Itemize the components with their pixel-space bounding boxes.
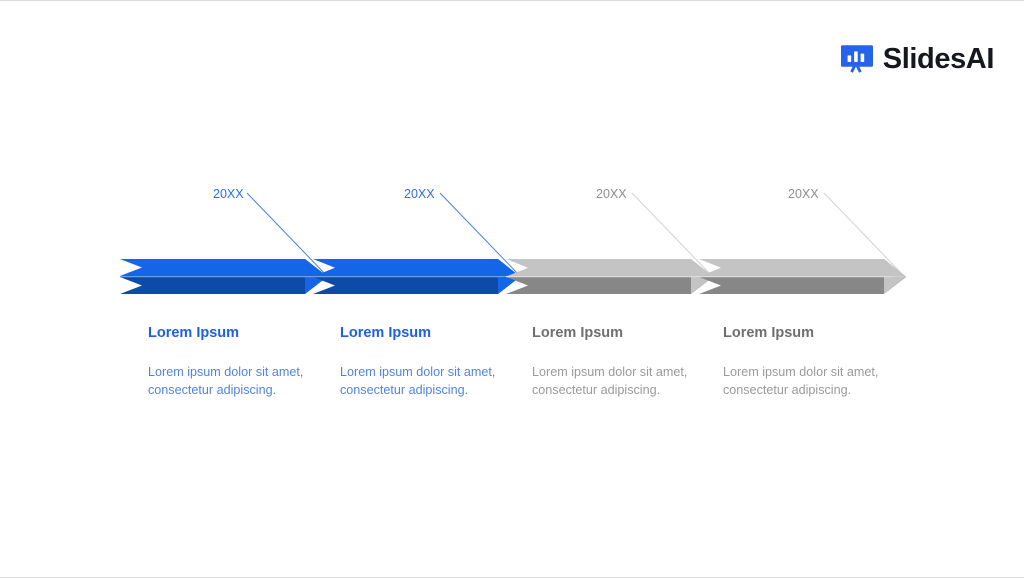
caption-body-4: Lorem ipsum dolor sit amet, consectetur … [723, 365, 879, 398]
timeline-caption-2[interactable]: Lorem Ipsum Lorem ipsum dolor sit amet, … [340, 325, 525, 400]
year-label-4: 20XX [788, 187, 819, 201]
brand-name: SlidesAI [882, 42, 995, 75]
year-label-2: 20XX [404, 187, 435, 201]
brand-logo[interactable]: SlidesAI [840, 39, 994, 79]
timeline-caption-4[interactable]: Lorem Ipsum Lorem ipsum dolor sit amet, … [723, 325, 908, 400]
presentation-board-chart-icon [840, 45, 873, 73]
caption-title-2: Lorem Ipsum [340, 325, 432, 341]
timeline-segment-4[interactable] [699, 259, 906, 294]
caption-title-4: Lorem Ipsum [723, 325, 815, 341]
timeline-segment-3[interactable] [506, 259, 713, 294]
caption-body-3: Lorem ipsum dolor sit amet, consectetur … [532, 365, 688, 398]
timeline-caption-3[interactable]: Lorem Ipsum Lorem ipsum dolor sit amet, … [532, 325, 717, 400]
connector-line-3 [631, 192, 713, 277]
caption-title-1: Lorem Ipsum [148, 325, 240, 341]
connector-line-1 [246, 192, 328, 277]
connector-line-2 [439, 192, 521, 277]
connector-line-4 [823, 192, 905, 277]
timeline-caption-1[interactable]: Lorem Ipsum Lorem ipsum dolor sit amet, … [148, 325, 333, 400]
year-label-3: 20XX [596, 187, 627, 201]
caption-body-1: Lorem ipsum dolor sit amet, consectetur … [148, 365, 304, 398]
year-label-1: 20XX [213, 187, 244, 201]
caption-title-3: Lorem Ipsum [532, 325, 624, 341]
timeline-segment-2[interactable] [313, 259, 520, 294]
timeline-segment-1[interactable] [120, 259, 327, 294]
caption-body-2: Lorem ipsum dolor sit amet, consectetur … [340, 365, 496, 398]
